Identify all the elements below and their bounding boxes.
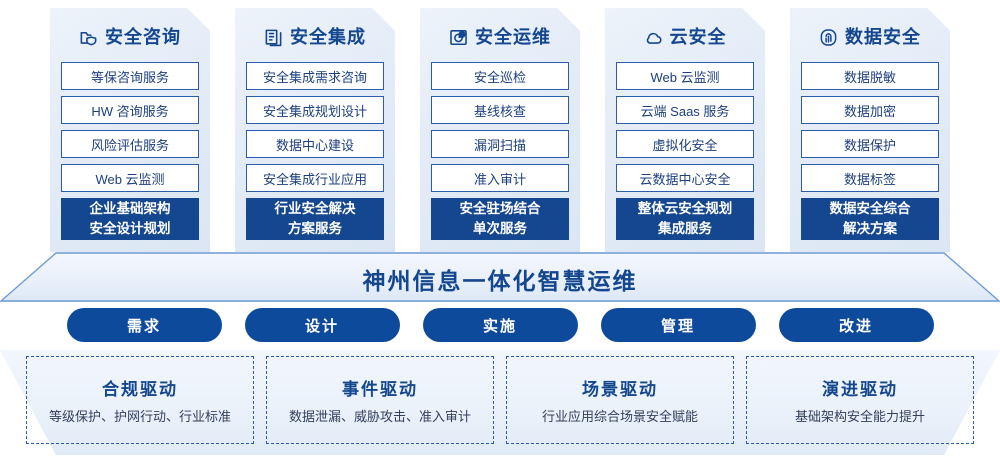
- service-item[interactable]: 数据保护: [801, 130, 939, 158]
- driver-subtitle: 数据泄漏、威胁攻击、准入审计: [288, 409, 471, 424]
- service-column-footer-line: 集成服务: [658, 221, 712, 236]
- service-column-footer-line: 行业安全解决: [274, 201, 356, 217]
- service-item[interactable]: 数据标签: [801, 164, 939, 192]
- service-column-footer-line: 方案服务: [288, 221, 342, 236]
- service-column-header: 数据安全: [801, 18, 939, 56]
- fingerprint-icon: [819, 28, 838, 47]
- lifecycle-stage-pill[interactable]: 实施: [422, 308, 578, 342]
- service-item[interactable]: Web 云监测: [61, 164, 199, 192]
- service-item[interactable]: 云端 Saas 服务: [616, 96, 754, 124]
- platform-banner-title: 神州信息一体化智慧运维: [362, 268, 638, 294]
- service-column-footer-line: 安全设计规划: [89, 221, 171, 236]
- service-column: 安全运维安全巡检基线核查漏洞扫描准入审计安全驻场结合单次服务: [420, 8, 580, 252]
- service-item[interactable]: 等保咨询服务: [61, 62, 199, 90]
- service-column-footer[interactable]: 企业基础架构安全设计规划: [61, 198, 199, 240]
- lifecycle-stage-pill[interactable]: 设计: [244, 308, 400, 342]
- documents-stack-icon: [264, 28, 283, 47]
- driver-card[interactable]: 场景驱动行业应用综合场景安全赋能: [506, 356, 734, 444]
- service-item[interactable]: HW 咨询服务: [61, 96, 199, 124]
- service-column-title: 安全集成: [290, 27, 366, 47]
- driver-card[interactable]: 演进驱动基础架构安全能力提升: [746, 356, 974, 444]
- monitor-chart-icon: [449, 28, 468, 47]
- service-column-title: 安全咨询: [105, 27, 181, 47]
- driver-subtitle: 基础架构安全能力提升: [794, 409, 925, 424]
- service-column-footer[interactable]: 安全驻场结合单次服务: [431, 198, 569, 240]
- drivers-list: 合规驱动等级保护、护网行动、行业标准事件驱动数据泄漏、威胁攻击、准入审计场景驱动…: [0, 356, 1000, 444]
- service-column-footer-line: 单次服务: [473, 221, 527, 236]
- service-column: 安全集成安全集成需求咨询安全集成规划设计数据中心建设安全集成行业应用行业安全解决…: [235, 8, 395, 252]
- service-item[interactable]: 漏洞扫描: [431, 130, 569, 158]
- service-item[interactable]: 云数据中心安全: [616, 164, 754, 192]
- driver-subtitle: 等级保护、护网行动、行业标准: [48, 409, 231, 424]
- service-column: 安全咨询等保咨询服务 HW 咨询服务风险评估服务 Web 云监测企业基础架构安全设计…: [50, 8, 210, 252]
- cloud-icon: [644, 28, 663, 47]
- service-item[interactable]: 虚拟化安全: [616, 130, 754, 158]
- service-column: 数据安全数据脱敏数据加密数据保护数据标签数据安全综合解决方案: [790, 8, 950, 252]
- service-item[interactable]: 基线核查: [431, 96, 569, 124]
- service-column-footer-line: 安全驻场结合: [459, 201, 541, 217]
- service-column-header: 安全运维: [431, 18, 569, 56]
- driver-title: 演进驱动: [822, 380, 898, 399]
- service-column-footer[interactable]: 数据安全综合解决方案: [801, 198, 939, 240]
- driver-card[interactable]: 合规驱动等级保护、护网行动、行业标准: [26, 356, 254, 444]
- driver-title: 事件驱动: [342, 380, 418, 399]
- lifecycle-stages: 需求设计实施管理改进: [0, 308, 1000, 342]
- service-column-header: 安全集成: [246, 18, 384, 56]
- service-item[interactable]: 安全集成行业应用: [246, 164, 384, 192]
- driver-card[interactable]: 事件驱动数据泄漏、威胁攻击、准入审计: [266, 356, 494, 444]
- driver-title: 场景驱动: [582, 380, 658, 399]
- service-item[interactable]: 安全集成需求咨询: [246, 62, 384, 90]
- service-item[interactable]: 安全巡检: [431, 62, 569, 90]
- service-column-title: 数据安全: [845, 27, 921, 47]
- service-item[interactable]: 风险评估服务: [61, 130, 199, 158]
- service-item[interactable]: 数据中心建设: [246, 130, 384, 158]
- service-column-header: 安全咨询: [61, 18, 199, 56]
- lifecycle-stage-pill[interactable]: 需求: [66, 308, 222, 342]
- service-column-footer-line: 解决方案: [843, 221, 897, 236]
- lifecycle-stage-pill[interactable]: 改进: [778, 308, 934, 342]
- service-columns: 安全咨询等保咨询服务 HW 咨询服务风险评估服务 Web 云监测企业基础架构安全设计…: [0, 8, 1000, 256]
- driver-subtitle: 行业应用综合场景安全赋能: [541, 409, 698, 424]
- service-item[interactable]: 数据脱敏: [801, 62, 939, 90]
- service-item[interactable]: Web 云监测: [616, 62, 754, 90]
- service-column-footer-line: 整体云安全规划: [637, 201, 733, 217]
- folder-shield-icon: [79, 28, 98, 47]
- service-column-footer[interactable]: 整体云安全规划集成服务: [616, 198, 754, 240]
- service-column-footer-line: 企业基础架构: [89, 201, 171, 217]
- service-column-header: 云安全: [616, 18, 754, 56]
- service-item[interactable]: 数据加密: [801, 96, 939, 124]
- driver-title: 合规驱动: [102, 380, 178, 399]
- platform-banner: 神州信息一体化智慧运维: [0, 252, 1000, 302]
- service-item[interactable]: 安全集成规划设计: [246, 96, 384, 124]
- service-column: 云安全 Web 云监测云端 Saas 服务虚拟化安全云数据中心安全整体云安全规划集…: [605, 8, 765, 252]
- service-column-title: 云安全: [669, 27, 727, 47]
- lifecycle-stage-pill[interactable]: 管理: [600, 308, 756, 342]
- service-item[interactable]: 准入审计: [431, 164, 569, 192]
- service-column-footer-line: 数据安全综合: [829, 201, 911, 217]
- drivers-panel-background: [0, 350, 1000, 455]
- service-column-footer[interactable]: 行业安全解决方案服务: [246, 198, 384, 240]
- service-column-title: 安全运维: [475, 27, 551, 47]
